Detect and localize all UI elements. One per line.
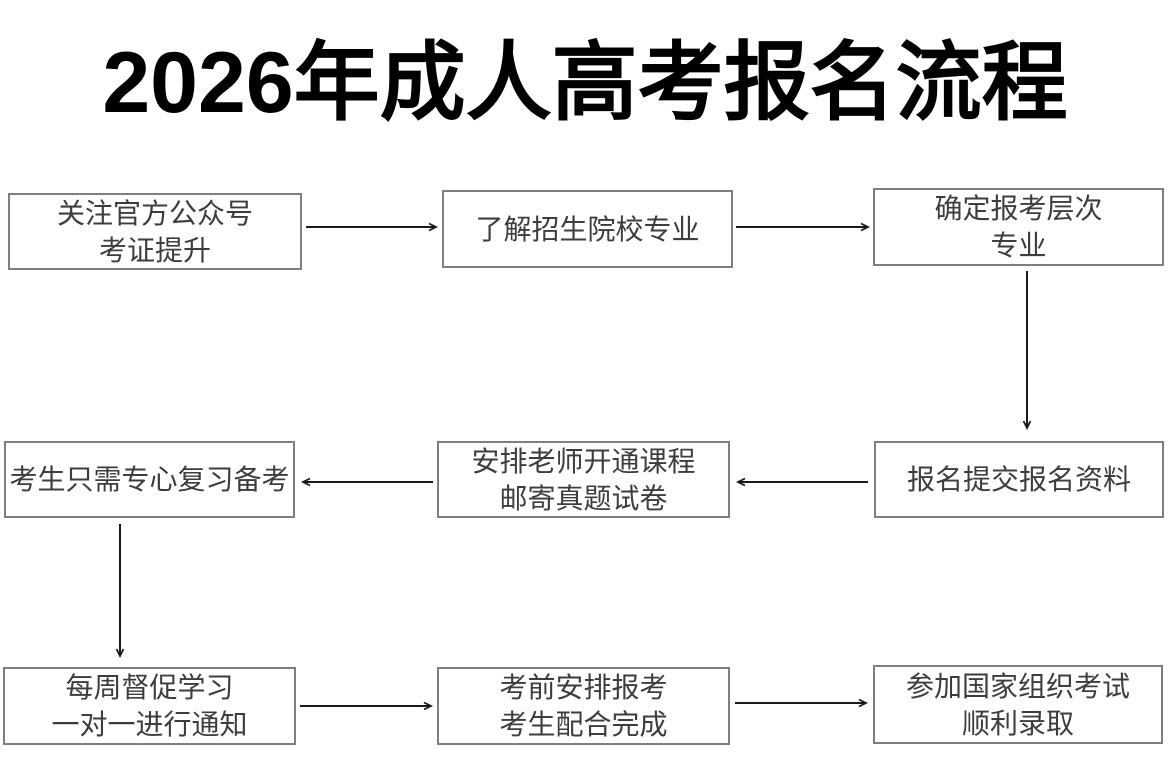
flow-step-4: 报名提交报名资料 xyxy=(874,441,1164,518)
flow-step-9-line-2: 顺利录取 xyxy=(961,707,1074,739)
flow-step-5-line-2: 邮寄真题试卷 xyxy=(499,482,668,514)
flow-step-1: 关注官方公众号 考证提升 xyxy=(8,193,302,270)
flow-step-9-line-1: 参加国家组织考试 xyxy=(905,670,1130,702)
flow-step-4-line-1: 报名提交报名资料 xyxy=(906,464,1131,495)
flow-step-5-line-1: 安排老师开通课程 xyxy=(471,445,696,477)
flow-step-1-line-1: 关注官方公众号 xyxy=(56,197,253,229)
flow-step-8-line-2: 考生配合完成 xyxy=(499,709,668,740)
flow-step-3: 确定报考层次 专业 xyxy=(873,188,1164,266)
flow-step-2: 了解招生院校专业 xyxy=(442,190,733,268)
flow-step-2-line-1: 了解招生院校专业 xyxy=(475,213,700,245)
flow-step-6-line-1: 考生只需专心复习备考 xyxy=(9,464,290,495)
flow-step-7: 每周督促学习 一对一进行通知 xyxy=(3,667,296,745)
page-title: 2026年成人高考报名流程 xyxy=(102,35,1068,131)
flow-step-3-line-1: 确定报考层次 xyxy=(934,193,1103,224)
flow-step-8: 考前安排报考 考生配合完成 xyxy=(437,667,730,745)
flow-step-9: 参加国家组织考试 顺利录取 xyxy=(873,665,1163,744)
flow-step-3-line-2: 专业 xyxy=(990,230,1047,261)
flow-step-5: 安排老师开通课程 邮寄真题试卷 xyxy=(437,441,730,518)
flow-step-1-line-2: 考证提升 xyxy=(98,234,211,266)
flow-step-8-line-1: 考前安排报考 xyxy=(499,672,668,703)
flow-step-6: 考生只需专心复习备考 xyxy=(4,441,295,518)
flow-step-7-line-2: 一对一进行通知 xyxy=(51,709,248,740)
flow-step-7-line-1: 每周督促学习 xyxy=(65,672,234,703)
